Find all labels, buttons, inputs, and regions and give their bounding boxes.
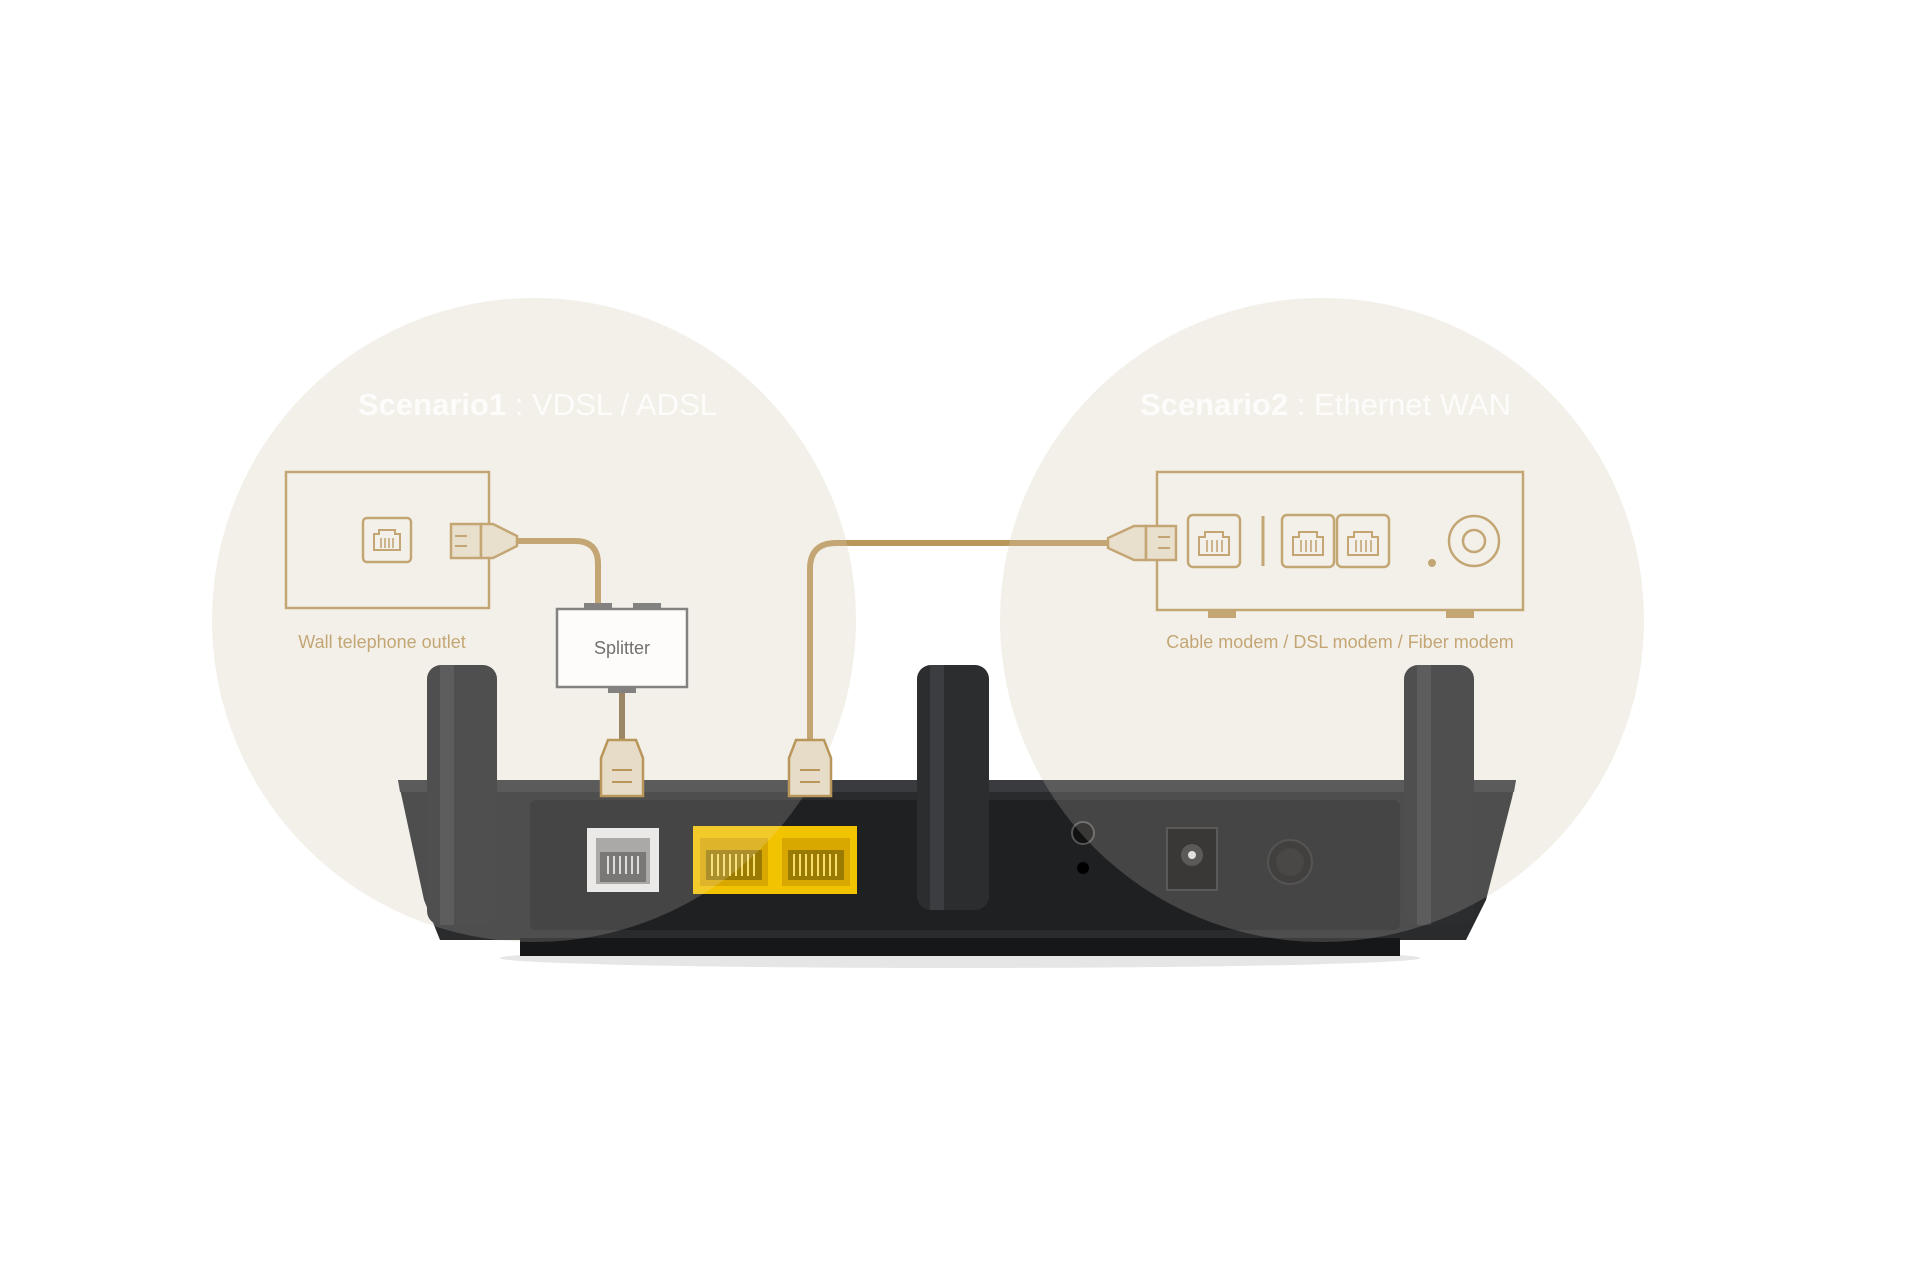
wan-port [775, 826, 857, 894]
splitter: Splitter [555, 603, 689, 693]
cable-outlet-to-splitter [517, 538, 601, 606]
scenario1-circle-overlay [212, 298, 856, 942]
router [398, 665, 1516, 968]
power-button-icon [1267, 839, 1313, 885]
antenna-icon [427, 665, 497, 925]
dc-power-icon [1166, 827, 1218, 891]
rj11-jack-icon [361, 516, 413, 564]
wall-outlet-label: Wall telephone outlet [298, 632, 465, 652]
wps-button-icon [1071, 821, 1095, 845]
rj45-plug-icon [1106, 524, 1178, 562]
wall-telephone-outlet [284, 470, 519, 610]
rj45-plug-icon [787, 738, 833, 798]
rj45-jack-icon [1335, 513, 1391, 569]
lan-port-1 [693, 826, 775, 894]
rj45-plug-icon [599, 738, 645, 798]
scenario2-title: Scenario2 : Ethernet WAN [1140, 387, 1511, 422]
scenario2-circle-overlay [1000, 298, 1644, 942]
coax-icon [1447, 514, 1501, 568]
rj45-jack-icon [1186, 513, 1242, 569]
modem-label: Cable modem / DSL modem / Fiber modem [1166, 632, 1513, 652]
scenario1-title: Scenario1 : VDSL / ADSL [358, 387, 717, 422]
cable-modem-to-wan [807, 540, 1108, 740]
dsl-port [587, 828, 659, 892]
antenna-icon [1404, 665, 1474, 925]
splitter-label: Splitter [594, 638, 650, 658]
rj45-plug-icon [449, 522, 519, 560]
antenna-icon [917, 665, 989, 910]
rj45-jack-icon [1280, 513, 1336, 569]
reset-hole-icon [1077, 862, 1089, 874]
